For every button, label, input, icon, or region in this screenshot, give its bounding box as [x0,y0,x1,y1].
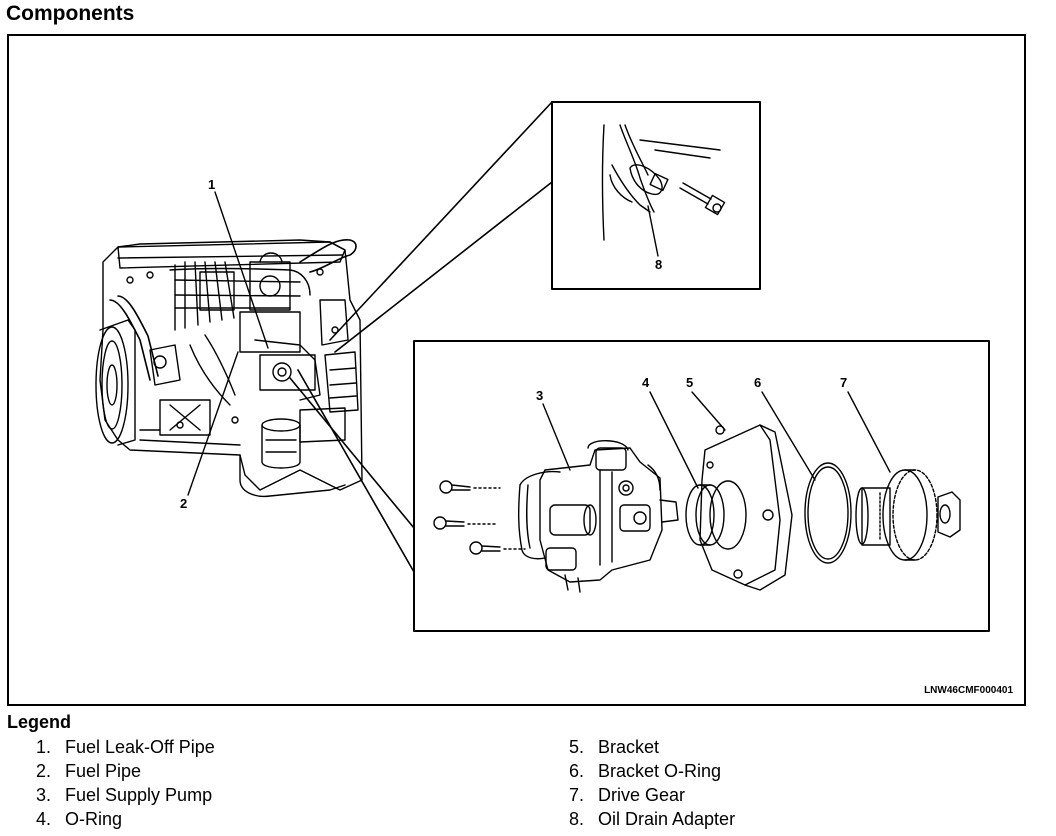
detail-box-pump-assembly [413,340,990,632]
legend-item: 7. Drive Gear [569,783,735,807]
legend-item-label: Fuel Leak-Off Pipe [65,737,215,757]
bracket-part [699,424,793,591]
legend-item-label: Bracket [598,737,660,757]
callout-3: 3 [536,388,543,403]
callout-5: 5 [686,375,693,390]
legend-column-left: 1. Fuel Leak-Off Pipe 2. Fuel Pipe 3. Fu… [36,735,215,831]
page-title: Components [6,2,135,25]
legend-item: 1. Fuel Leak-Off Pipe [36,735,215,759]
legend-item: 4. O-Ring [36,807,215,831]
legend-item-number: 1. [36,737,52,757]
legend-item-label: Drive Gear [598,785,686,805]
legend-title: Legend [7,712,72,732]
callout-4: 4 [642,375,650,390]
engine-illustration [95,239,363,498]
legend-column-right: 5. Bracket 6. Bracket O-Ring 7. Drive Ge… [569,735,735,831]
legend-item-label: Bracket O-Ring [598,761,722,781]
legend-item-number: 4. [36,809,52,829]
gear-nut-part [937,491,961,538]
o-ring-part [685,484,725,546]
legend-item: 6. Bracket O-Ring [569,759,735,783]
legend-item-label: Oil Drain Adapter [598,809,736,829]
leader-2 [187,351,239,496]
detail-box-oil-drain-adapter [551,101,761,290]
leader-1 [214,191,269,349]
figure-code: LNW46CMF000401 [924,685,1013,696]
fuel-supply-pump [517,440,679,593]
legend-item-label: Fuel Supply Pump [65,785,213,805]
pump-bolts [433,480,526,555]
legend-item-number: 3. [36,785,52,805]
legend-item: 2. Fuel Pipe [36,759,215,783]
legend-item-number: 2. [36,761,52,781]
callout-1: 1 [208,177,215,192]
detail-connector-lines [289,101,553,573]
legend-item-label: O-Ring [65,809,123,829]
legend-item-number: 6. [569,761,585,781]
drive-gear-part [855,469,938,561]
legend-item: 8. Oil Drain Adapter [569,807,735,831]
legend-item-number: 5. [569,737,585,757]
legend-item: 3. Fuel Supply Pump [36,783,215,807]
components-diagram: 1 2 3 4 5 6 7 8 LNW46CMF000401 [95,101,1013,696]
legend-item-label: Fuel Pipe [65,761,142,781]
bracket-o-ring-part [804,462,852,564]
callout-6: 6 [754,375,761,390]
legend-item-number: 7. [569,785,585,805]
callout-2: 2 [180,496,187,511]
legend-item: 5. Bracket [569,735,735,759]
callout-7: 7 [840,375,847,390]
callout-8: 8 [655,257,662,272]
legend-item-number: 8. [569,809,585,829]
diagram-frame [7,34,1026,706]
